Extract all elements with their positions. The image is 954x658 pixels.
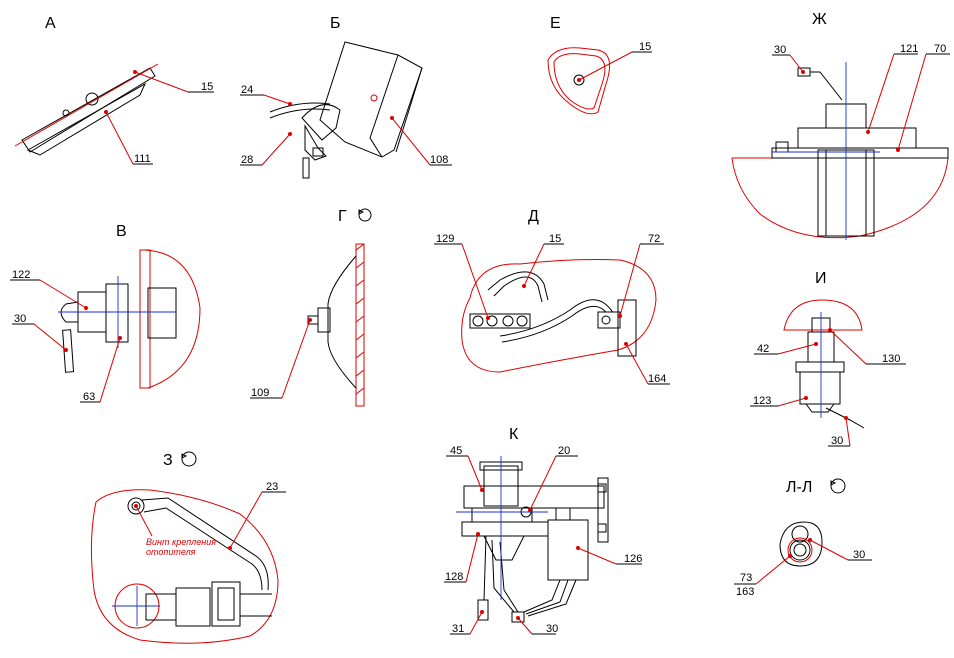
view-k: К 45 20 128 12 (444, 426, 642, 635)
wire-lug-31 (477, 599, 489, 621)
callout-73: 73 (740, 572, 752, 584)
bolt (302, 157, 310, 179)
flange (147, 287, 177, 339)
bracket-164 (617, 299, 637, 357)
lamp-lens (26, 82, 147, 156)
red-bracket-edge (14, 63, 159, 147)
screw (573, 74, 585, 86)
view-label-v: В (116, 223, 127, 240)
cap (60, 301, 79, 323)
wire-lug (62, 329, 75, 373)
callout-121: 121 (900, 43, 918, 55)
view-d: Д 129 15 72 164 (434, 208, 670, 385)
callout-30-v: 30 (14, 313, 26, 325)
nut-63 (105, 283, 129, 343)
note-line-2: отопителя (146, 547, 196, 557)
view-g: Г 109 (250, 208, 372, 407)
callout-129: 129 (436, 233, 454, 245)
bracket (301, 104, 341, 141)
view-zh: Ж 30 121 70 (731, 11, 950, 240)
view-label-i: И (815, 270, 827, 287)
callout-23: 23 (266, 481, 278, 493)
callout-30-zh: 30 (774, 44, 786, 56)
mount-screw (127, 497, 145, 515)
callout-15: 15 (201, 81, 213, 93)
view-label-ll: Л-Л (786, 479, 812, 496)
view-label-b: Б (330, 15, 341, 32)
view-v: В 122 30 63 (10, 223, 201, 403)
callout-128: 128 (445, 571, 463, 583)
callout-108: 108 (430, 154, 448, 166)
view-label-g: Г (338, 208, 347, 225)
callout-20: 20 (558, 445, 570, 457)
outline (90, 489, 279, 644)
outline (461, 259, 657, 373)
callout-45: 45 (450, 445, 462, 457)
view-label-d: Д (528, 208, 539, 225)
view-ll: Л-Л 30 73 163 (734, 478, 872, 598)
view-label-k: К (509, 426, 519, 443)
bracket-129 (469, 313, 531, 329)
view-label-e: Е (550, 15, 561, 32)
wire (806, 71, 843, 101)
callout-63: 63 (83, 391, 95, 403)
wire (487, 271, 549, 301)
callout-164: 164 (648, 373, 666, 385)
note-line-1: Винт крепления (146, 537, 216, 547)
view-b: Б 24 28 108 (240, 15, 452, 179)
callout-126: 126 (624, 553, 642, 565)
lamp-housing (21, 67, 156, 153)
mount-bolt (85, 92, 99, 106)
rotate-icon (358, 208, 372, 222)
callout-70: 70 (934, 43, 946, 55)
outline-arc (143, 249, 201, 389)
callout-31: 31 (452, 623, 464, 635)
view-label-z: З (163, 452, 173, 469)
body-123 (799, 371, 841, 405)
view-a: А 15 111 (14, 15, 214, 165)
outline-arc (783, 299, 863, 331)
callout-72: 72 (648, 233, 660, 245)
wire (269, 102, 331, 113)
callout-30-ll: 30 (853, 549, 865, 561)
panel-section (139, 249, 151, 389)
callout-28: 28 (241, 154, 253, 166)
view-i: И 42 130 123 30 (750, 270, 906, 447)
callout-30-i: 30 (831, 435, 843, 447)
side-bracket (597, 477, 609, 543)
callout-24: 24 (241, 84, 253, 96)
callout-109: 109 (251, 387, 269, 399)
view-e: Е 15 (547, 15, 652, 115)
connector (211, 581, 241, 627)
wire-bundle (483, 535, 487, 601)
bracket-72 (597, 311, 621, 329)
callout-130: 130 (882, 353, 900, 365)
callout-15-e: 15 (639, 41, 651, 53)
mount-screw (62, 109, 70, 117)
mount-121 (797, 127, 917, 149)
section-shape (779, 521, 823, 567)
callout-111: 111 (134, 153, 151, 165)
panel-section (355, 243, 365, 407)
view-label-zh: Ж (812, 11, 827, 28)
lamp-socket (145, 593, 177, 621)
callout-163: 163 (736, 586, 754, 598)
bracket-128 (461, 521, 549, 537)
outline-arc (731, 157, 949, 239)
wire (825, 407, 865, 429)
callout-122: 122 (12, 269, 30, 281)
view-z: З Винт крепления отопителя 23 (90, 451, 286, 644)
callout-30-k: 30 (546, 623, 558, 635)
mounting-plate (463, 485, 605, 509)
section-outline (547, 47, 611, 115)
rotate-icon (181, 451, 197, 467)
rotate-icon (830, 478, 846, 494)
callout-42: 42 (757, 343, 769, 355)
dome (327, 255, 357, 389)
bracket-23 (141, 497, 269, 591)
callout-123: 123 (753, 395, 771, 407)
view-label-a: А (45, 15, 56, 32)
callout-15-d: 15 (549, 233, 561, 245)
